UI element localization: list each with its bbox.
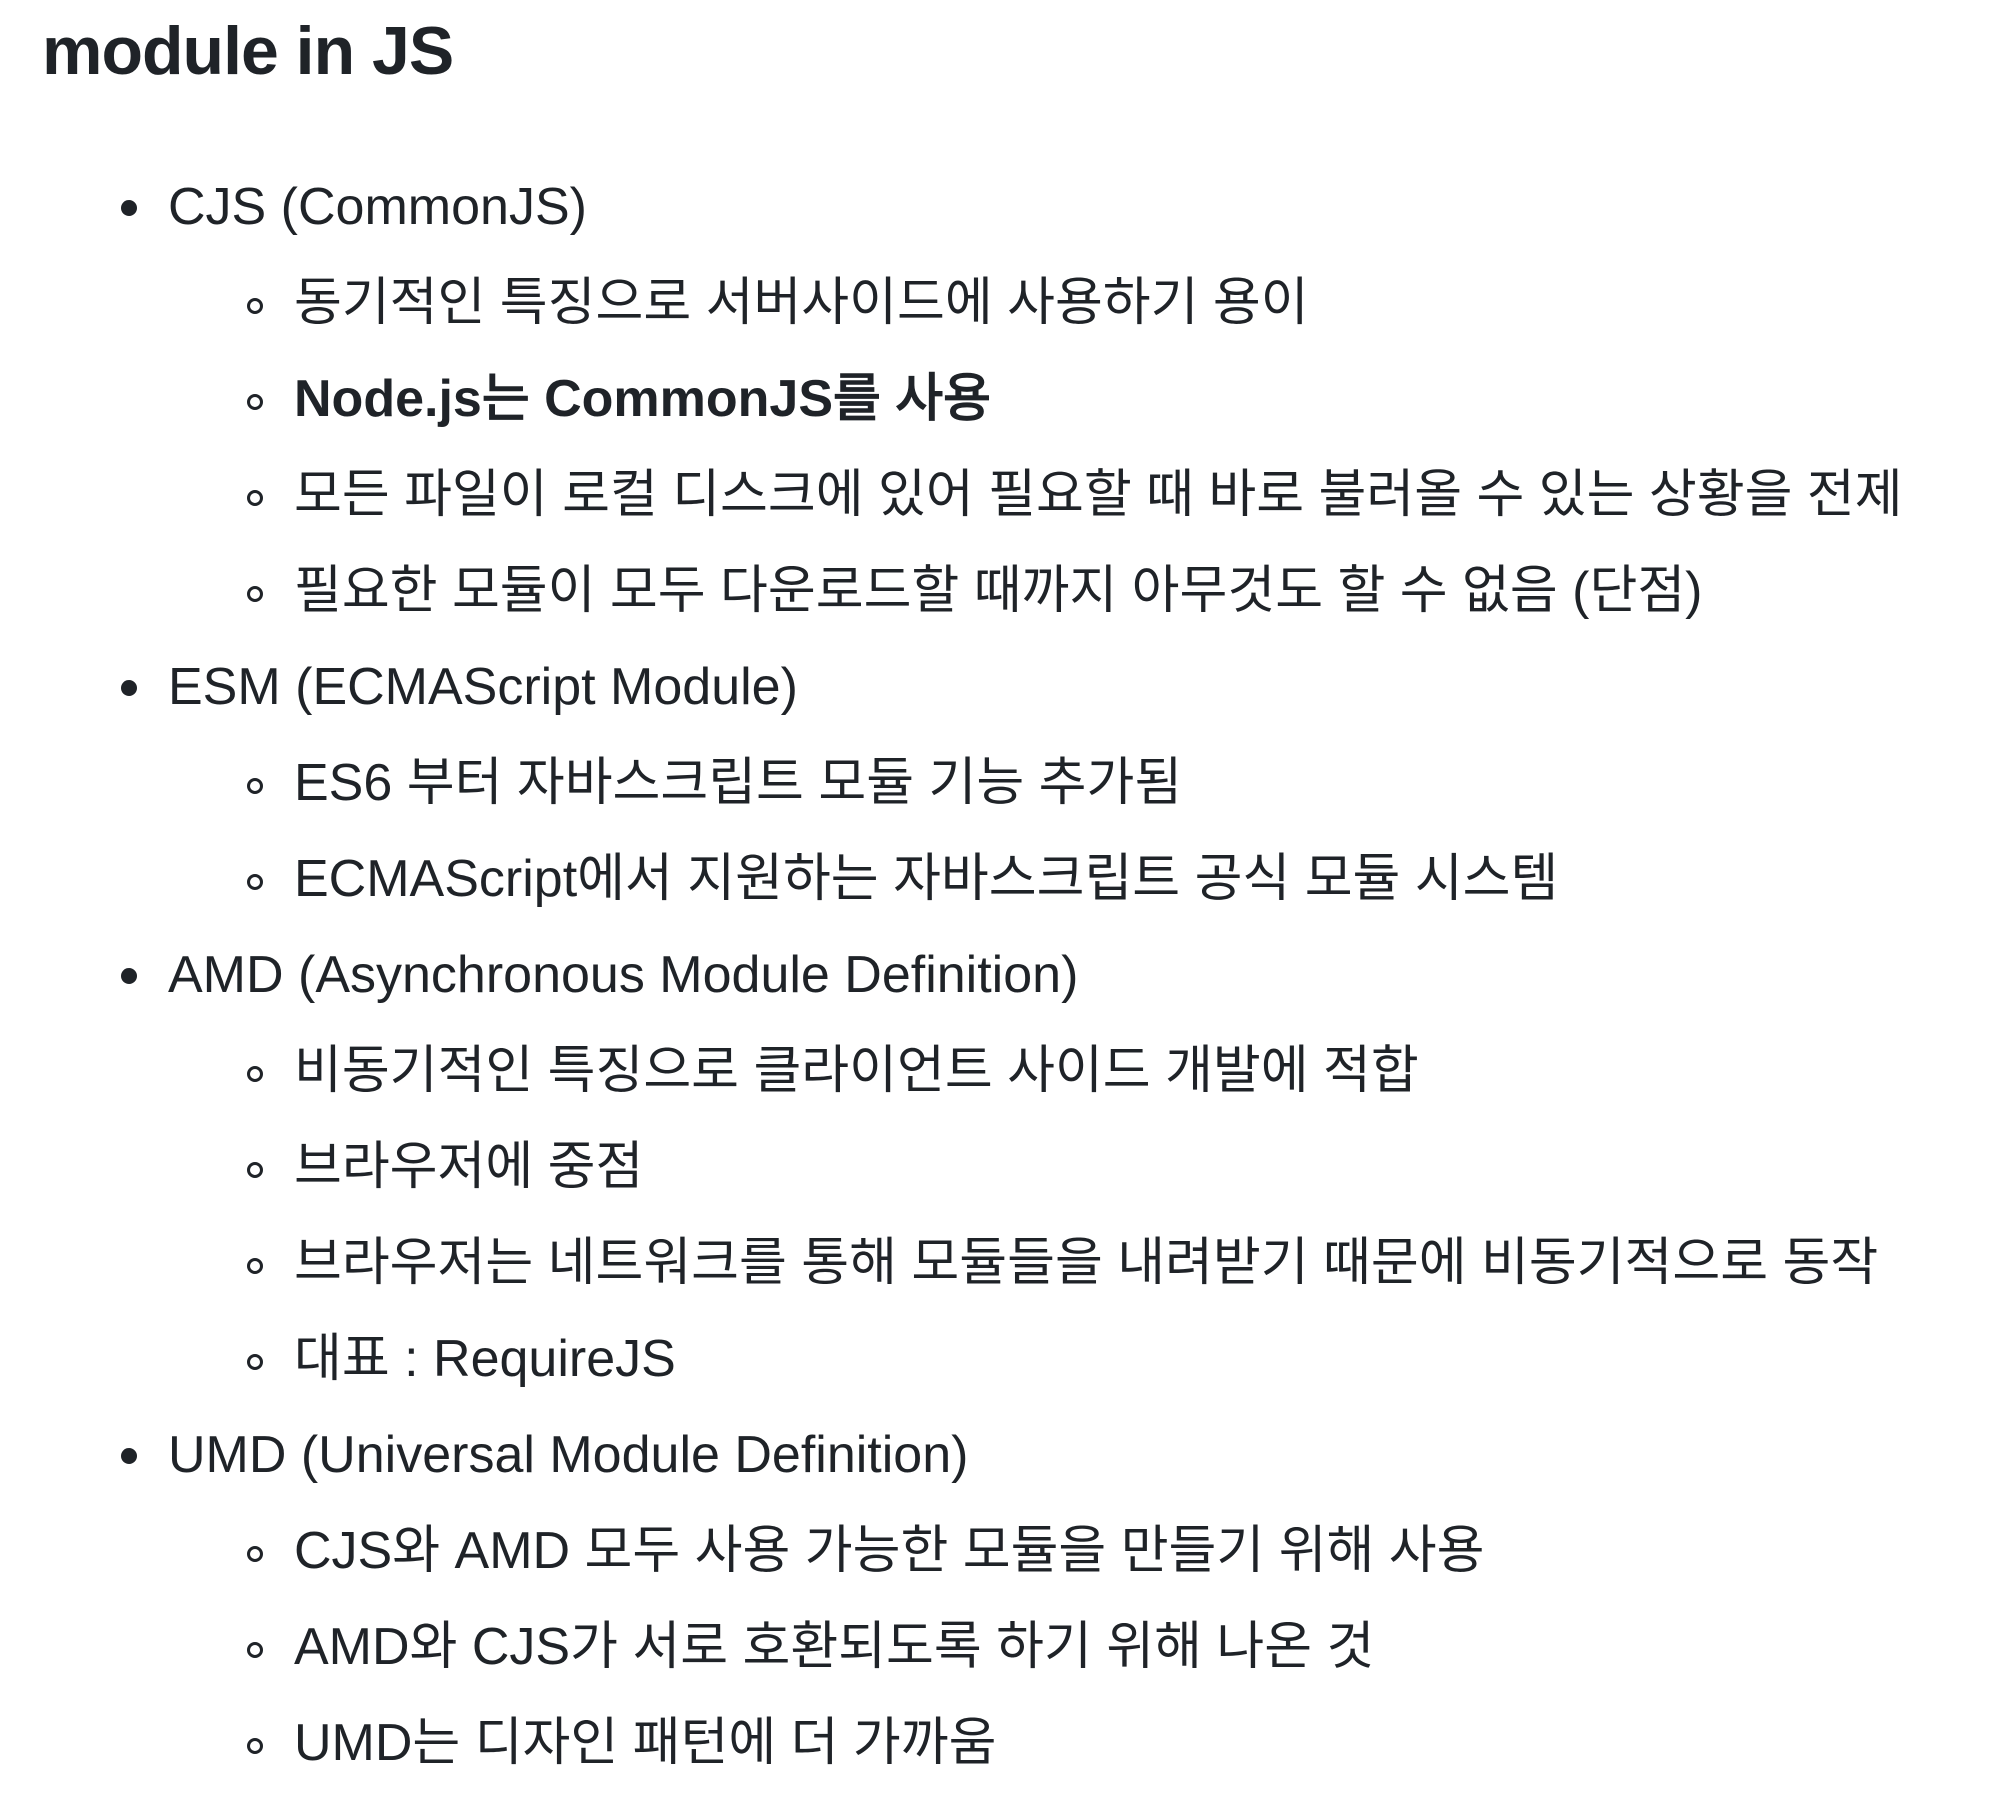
list-item-row: CJS (CommonJS) (0, 160, 2000, 256)
sublist-item-text: 대표 : RequireJS (294, 1330, 676, 1388)
sublist-item: 대표 : RequireJS (0, 1312, 2000, 1408)
sublist-amd: 비동기적인 특징으로 클라이언트 사이드 개발에 적합 브라우저에 중점 브라우… (0, 1024, 2000, 1408)
sublist-item: 모든 파일이 로컬 디스크에 있어 필요할 때 바로 불러올 수 있는 상황을 … (0, 448, 2000, 544)
disc-bullet-icon (121, 1448, 137, 1464)
sublist-item: 브라우저는 네트워크를 통해 모듈들을 내려받기 때문에 비동기적으로 동작 (0, 1216, 2000, 1312)
sublist-item-text: 동기적인 특징으로 서버사이드에 사용하기 용이 (294, 274, 1309, 332)
sublist-item: CJS와 AMD 모두 사용 가능한 모듈을 만들기 위해 사용 (0, 1504, 2000, 1600)
list-item-amd: AMD (Asynchronous Module Definition) 비동기… (0, 928, 2000, 1408)
sublist-item-text: 브라우저에 중점 (294, 1138, 644, 1196)
circle-bullet-icon (247, 1354, 263, 1370)
sublist-item: 필요한 모듈이 모두 다운로드할 때까지 아무것도 할 수 없음 (단점) (0, 544, 2000, 640)
sublist-item: ECMAScript에서 지원하는 자바스크립트 공식 모듈 시스템 (0, 832, 2000, 928)
list-item-esm: ESM (ECMAScript Module) ES6 부터 자바스크립트 모듈… (0, 640, 2000, 928)
sublist-item-text: ES6 부터 자바스크립트 모듈 기능 추가됨 (294, 754, 1183, 812)
list-item-label: ESM (ECMAScript Module) (168, 658, 798, 716)
sublist-item-text: 비동기적인 특징으로 클라이언트 사이드 개발에 적합 (294, 1042, 1419, 1100)
sublist-esm: ES6 부터 자바스크립트 모듈 기능 추가됨 ECMAScript에서 지원하… (0, 736, 2000, 928)
list-item-row: UMD (Universal Module Definition) (0, 1408, 2000, 1504)
list-item-label: UMD (Universal Module Definition) (168, 1426, 969, 1484)
sublist-item: Node.js는 CommonJS를 사용 (0, 352, 2000, 448)
list-item-label: AMD (Asynchronous Module Definition) (168, 946, 1079, 1004)
sublist-item-text: CJS와 AMD 모두 사용 가능한 모듈을 만들기 위해 사용 (294, 1522, 1485, 1580)
sublist-umd: CJS와 AMD 모두 사용 가능한 모듈을 만들기 위해 사용 AMD와 CJ… (0, 1504, 2000, 1792)
sublist-item: UMD는 디자인 패턴에 더 가까움 (0, 1696, 2000, 1792)
circle-bullet-icon (247, 298, 263, 314)
sublist-item-text: 브라우저는 네트워크를 통해 모듈들을 내려받기 때문에 비동기적으로 동작 (294, 1234, 1879, 1292)
circle-bullet-icon (247, 586, 263, 602)
disc-bullet-icon (121, 968, 137, 984)
list-item-row: AMD (Asynchronous Module Definition) (0, 928, 2000, 1024)
sublist-item: ES6 부터 자바스크립트 모듈 기능 추가됨 (0, 736, 2000, 832)
page-title: module in JS (42, 13, 454, 89)
circle-bullet-icon (247, 1066, 263, 1082)
circle-bullet-icon (247, 1258, 263, 1274)
circle-bullet-icon (247, 1738, 263, 1754)
list-item-label: CJS (CommonJS) (168, 178, 587, 236)
disc-bullet-icon (121, 680, 137, 696)
circle-bullet-icon (247, 394, 263, 410)
sublist-cjs: 동기적인 특징으로 서버사이드에 사용하기 용이 Node.js는 Common… (0, 256, 2000, 640)
circle-bullet-icon (247, 1546, 263, 1562)
module-list: CJS (CommonJS) 동기적인 특징으로 서버사이드에 사용하기 용이 … (0, 160, 2000, 1792)
sublist-item-text: 모든 파일이 로컬 디스크에 있어 필요할 때 바로 불러올 수 있는 상황을 … (294, 466, 1903, 524)
sublist-item-text: 필요한 모듈이 모두 다운로드할 때까지 아무것도 할 수 없음 (단점) (294, 562, 1703, 620)
circle-bullet-icon (247, 874, 263, 890)
sublist-item-text: ECMAScript에서 지원하는 자바스크립트 공식 모듈 시스템 (294, 850, 1559, 908)
sublist-item: 동기적인 특징으로 서버사이드에 사용하기 용이 (0, 256, 2000, 352)
circle-bullet-icon (247, 490, 263, 506)
sublist-item-text-bold: Node.js는 CommonJS를 사용 (294, 370, 991, 428)
circle-bullet-icon (247, 1162, 263, 1178)
list-item-cjs: CJS (CommonJS) 동기적인 특징으로 서버사이드에 사용하기 용이 … (0, 160, 2000, 640)
list-item-umd: UMD (Universal Module Definition) CJS와 A… (0, 1408, 2000, 1792)
sublist-item: 비동기적인 특징으로 클라이언트 사이드 개발에 적합 (0, 1024, 2000, 1120)
list-item-row: ESM (ECMAScript Module) (0, 640, 2000, 736)
sublist-item-text: AMD와 CJS가 서로 호환되도록 하기 위해 나온 것 (294, 1618, 1375, 1676)
sublist-item: AMD와 CJS가 서로 호환되도록 하기 위해 나온 것 (0, 1600, 2000, 1696)
sublist-item-text: UMD는 디자인 패턴에 더 가까움 (294, 1714, 997, 1772)
circle-bullet-icon (247, 778, 263, 794)
circle-bullet-icon (247, 1642, 263, 1658)
sublist-item: 브라우저에 중점 (0, 1120, 2000, 1216)
disc-bullet-icon (121, 200, 137, 216)
